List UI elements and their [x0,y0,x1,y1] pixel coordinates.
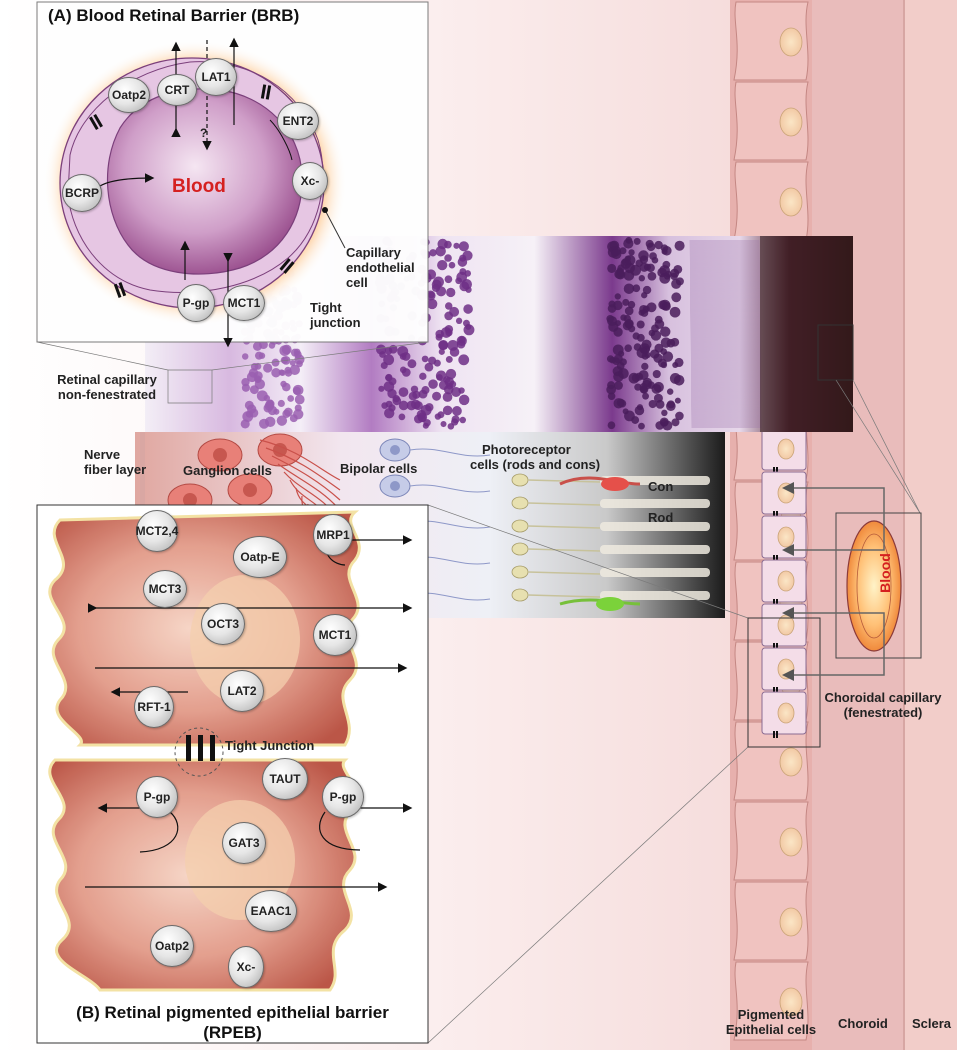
nucleus [779,747,803,777]
brb-panel [36,1,429,348]
nucleus [779,187,803,217]
label-pigmented-epithelial-cells: Pigmented Epithelial cells [725,1007,817,1037]
rpeb-transporter-oatpe: Oatp-E [233,536,287,578]
nucleus [779,27,803,57]
choroidal-capillary [846,520,902,652]
rpeb-transporter-mct3: MCT3 [143,570,187,608]
label-tight-junction: Tight junction [310,300,361,330]
label-choroid: Choroid [838,1016,888,1031]
rpeb-transporter-mct1: MCT1 [313,614,357,656]
epithelial-cell [733,721,809,801]
transporter-oatp2: Oatp2 [108,77,150,113]
nucleus [779,987,803,1017]
transporter-bcrp: BCRP [62,174,102,212]
callout-lines [36,341,921,1044]
epithelial-cell [733,881,809,961]
label-choroidal-capillary: Choroidal capillary (fenestrated) [824,690,942,720]
label-sclera: Sclera [912,1016,952,1031]
label-photoreceptor-cells: Photoreceptor cells (rods and cons) [470,442,601,472]
nucleus [779,107,803,137]
choroid-band [812,0,904,1050]
choroid-blood-label: Blood [876,553,893,593]
rpeb-tight-junction-label: Tight Junction [225,738,315,753]
rpeb-transporter-pgp-left: P-gp [136,776,178,818]
brb-title: (A) Blood Retinal Barrier (BRB) [48,6,300,25]
rpeb-transporter-mrp1: MRP1 [313,514,353,556]
label-retinal-capillary: Retinal capillary non-fenestrated [57,372,157,402]
label-con: Con [648,479,674,494]
label-capillary-endothelial-cell: Capillary endothelial cell [346,245,415,290]
rpeb-transporter-xc: Xc- [228,946,264,988]
rpeb-transporter-oatp2: Oatp2 [150,925,194,967]
rpeb-transporter-mct24: MCT2,4 [136,510,178,552]
epithelial-cell [733,1,809,81]
rpeb-transporter-taut: TAUT [262,758,308,800]
transporter-mct1: MCT1 [223,285,265,321]
rpeb-transporter-lat2: LAT2 [220,670,264,712]
epithelial-cell [733,81,809,161]
transporter-lat1: LAT1 [195,58,237,96]
transporter-pgp: P-gp [177,284,215,322]
label-rod: Rod [648,510,674,525]
epithelial-cell [733,961,809,1041]
nucleus [779,907,803,937]
transporter-xc: Xc- [292,162,328,200]
rpeb-transporter-gat3: GAT3 [222,822,266,864]
label-ganglion-cells: Ganglion cells [183,463,272,478]
sclera-band [904,0,957,1050]
transporter-crt: CRT [157,74,197,106]
rpeb-title: (B) Retinal pigmented epithelial barrier… [76,1003,389,1042]
label-nerve-fiber-layer: Nerve fiber layer [84,447,147,477]
rpeb-transporter-pgp-right: P-gp [322,776,364,818]
rpeb-transporter-oct3: OCT3 [201,603,245,645]
brb-blood-label: Blood [172,176,226,197]
epithelial-cell [733,801,809,881]
transporter-ent2: ENT2 [277,102,319,140]
nucleus [779,827,803,857]
label-bipolar-cells: Bipolar cells [340,461,418,476]
choroidal-capillary-box [747,482,922,748]
rpeb-transporter-rft1: RFT-1 [134,686,174,728]
brb-question-mark: ? [200,126,208,140]
rpeb-transporter-eaac1: EAAC1 [245,890,297,932]
pigmented-epithelial-column [730,0,812,1050]
